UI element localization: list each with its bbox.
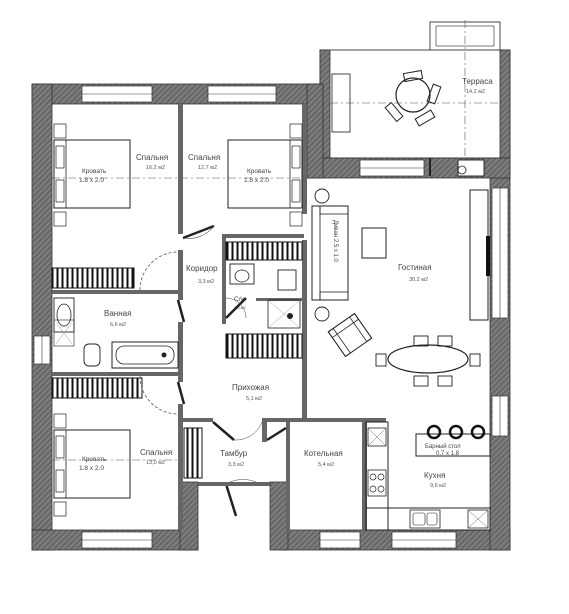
bed-3-size: 1.8 x 2.0 (79, 465, 104, 472)
bathroom: Ванная 6,6 м2 (53, 297, 186, 405)
kitchen-counter-left (365, 421, 389, 531)
terrace-area-value: 14,2 м2 (466, 89, 485, 95)
bedroom-1: Кровать 1.8 x 2.0 Спальня 16,2 м2 (51, 123, 179, 291)
bedroom-2-area: 12,7 м2 (198, 165, 217, 171)
bathroom-area: 6,6 м2 (110, 322, 126, 328)
terrace-area: Терраса 14,2 м2 (319, 20, 511, 175)
armchair (327, 312, 373, 358)
hall-area: 5,1 м2 (246, 396, 262, 402)
vestibule-area: 3,3 м2 (228, 462, 244, 468)
wardrobe-corridor (225, 241, 303, 261)
hall: Прихожая 5,1 м2 (232, 383, 269, 402)
bar-table-label: Барный стол (425, 443, 461, 450)
tv-cabinet (469, 189, 489, 321)
bed-3 (53, 429, 131, 499)
terrace-door (429, 158, 485, 177)
bedroom-2: Кровать 1.8 x 2.0 Спальня 12,7 м2 (182, 123, 303, 240)
wc-toilet (277, 269, 297, 291)
bedroom-1-area: 16,2 м2 (146, 165, 165, 171)
terrace-name: Терраса (462, 77, 493, 86)
bathroom-sink (53, 297, 75, 333)
boiler-name: Котельная (304, 449, 343, 458)
windows (33, 85, 509, 549)
terrace-bench (331, 73, 351, 133)
boiler-area: 5,4 м2 (318, 462, 334, 468)
corridor-name: Коридор (186, 264, 218, 273)
wc-area: 3,5 м2 (234, 305, 246, 310)
bed-1-label: Кровать (82, 168, 107, 175)
corridor-area: 3,3 м2 (198, 279, 214, 285)
coffee-table (361, 227, 387, 259)
living-area: 30,2 м2 (409, 277, 428, 283)
interior-walls (52, 104, 386, 532)
sofa (311, 205, 349, 301)
kitchen-name: Кухня (424, 471, 445, 480)
bar-table (415, 433, 491, 457)
bedroom-3: Кровать 1.8 x 2.0 Спальня 13,0 м2 (51, 375, 179, 517)
terrace-post-right (499, 49, 511, 159)
bedroom-1-name: Спальня (136, 153, 168, 162)
corridor: Коридор 3,3 м2 (176, 241, 303, 323)
dining-table (375, 335, 481, 387)
sofa-label: Диван 2.5 x 1.0 (332, 220, 338, 263)
living-room: Диван 2.5 x 1.0 Гостиная 30,2 м2 (311, 165, 490, 387)
vestibule: Тамбур 3,3 м2 (183, 421, 270, 517)
kitchen-counter-bottom (365, 507, 491, 531)
axis-lines (52, 177, 305, 461)
living-name: Гостиная (398, 263, 432, 272)
bedroom-3-name: Спальня (140, 448, 172, 457)
wardrobe-vestibule (183, 427, 203, 479)
wardrobe-3 (51, 377, 143, 399)
bedroom-3-area: 13,0 м2 (146, 460, 165, 466)
stove (367, 469, 387, 497)
terrace-dining-table (384, 69, 442, 127)
kitchen-area: 9,6 м2 (430, 483, 446, 489)
bathtub (111, 341, 179, 369)
kitchen-sink (409, 509, 441, 529)
bathroom-toilet (83, 343, 101, 367)
boiler-room: Котельная 5,4 м2 (266, 426, 343, 468)
bathroom-name: Ванная (104, 309, 131, 318)
wc-sink (229, 263, 255, 285)
wc-room: С/у 3,5 м2 (225, 263, 303, 359)
hall-name: Прихожая (232, 383, 269, 392)
vestibule-name: Тамбур (220, 449, 248, 458)
wardrobe-1 (51, 267, 135, 289)
wc-shower (267, 299, 301, 329)
wc-name: С/у (234, 296, 245, 303)
bed-2-label: Кровать (247, 168, 272, 175)
bed-3-label: Кровать (82, 456, 107, 463)
kitchen: Барный стол 0.7 x 1.8 Кухня 9,6 м2 (365, 421, 491, 531)
bedroom-2-name: Спальня (188, 153, 220, 162)
bed-2-size: 1.8 x 2.0 (244, 177, 269, 184)
wardrobe-hall (225, 333, 303, 359)
bed-1-size: 1.8 x 2.0 (79, 177, 104, 184)
bar-table-size: 0.7 x 1.8 (436, 451, 460, 457)
